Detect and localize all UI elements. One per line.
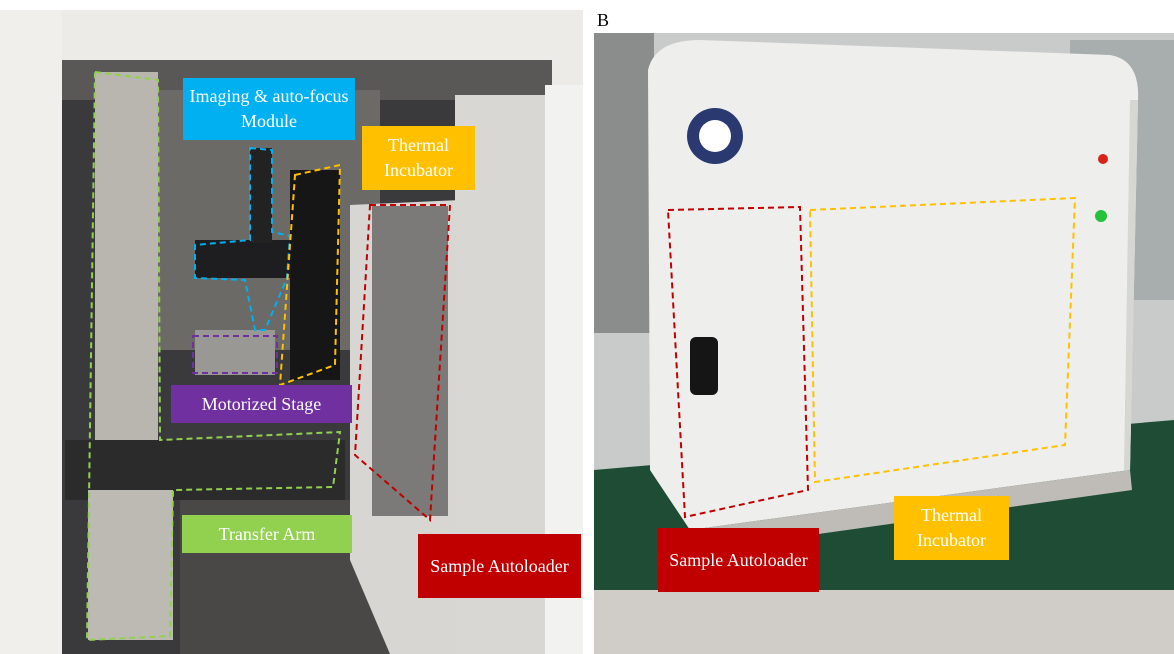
label-imaging-module: Imaging & auto-focus Module [183, 78, 355, 140]
label-motorized-stage: Motorized Stage [171, 385, 352, 423]
thermal-incubator-outline-b [808, 196, 1077, 484]
panel-b-scene [594, 33, 1174, 654]
label-sample-autoloader-a: Sample Autoloader [418, 534, 581, 598]
motorized-stage-outline [192, 335, 278, 374]
label-thermal-incubator-a: Thermal Incubator [362, 126, 475, 190]
sample-autoloader-outline-b [666, 205, 810, 519]
panel-b-photo [594, 33, 1174, 654]
panel-b-letter: B [597, 10, 610, 30]
sample-autoloader-outline-a [353, 204, 452, 523]
label-sample-autoloader-b: Sample Autoloader [658, 528, 819, 592]
label-transfer-arm: Transfer Arm [182, 515, 352, 553]
thermal-incubator-outline-a [278, 163, 342, 387]
label-thermal-incubator-b: Thermal Incubator [894, 496, 1009, 560]
transfer-arm-outline [85, 70, 342, 642]
imaging-module-outline [194, 146, 292, 331]
